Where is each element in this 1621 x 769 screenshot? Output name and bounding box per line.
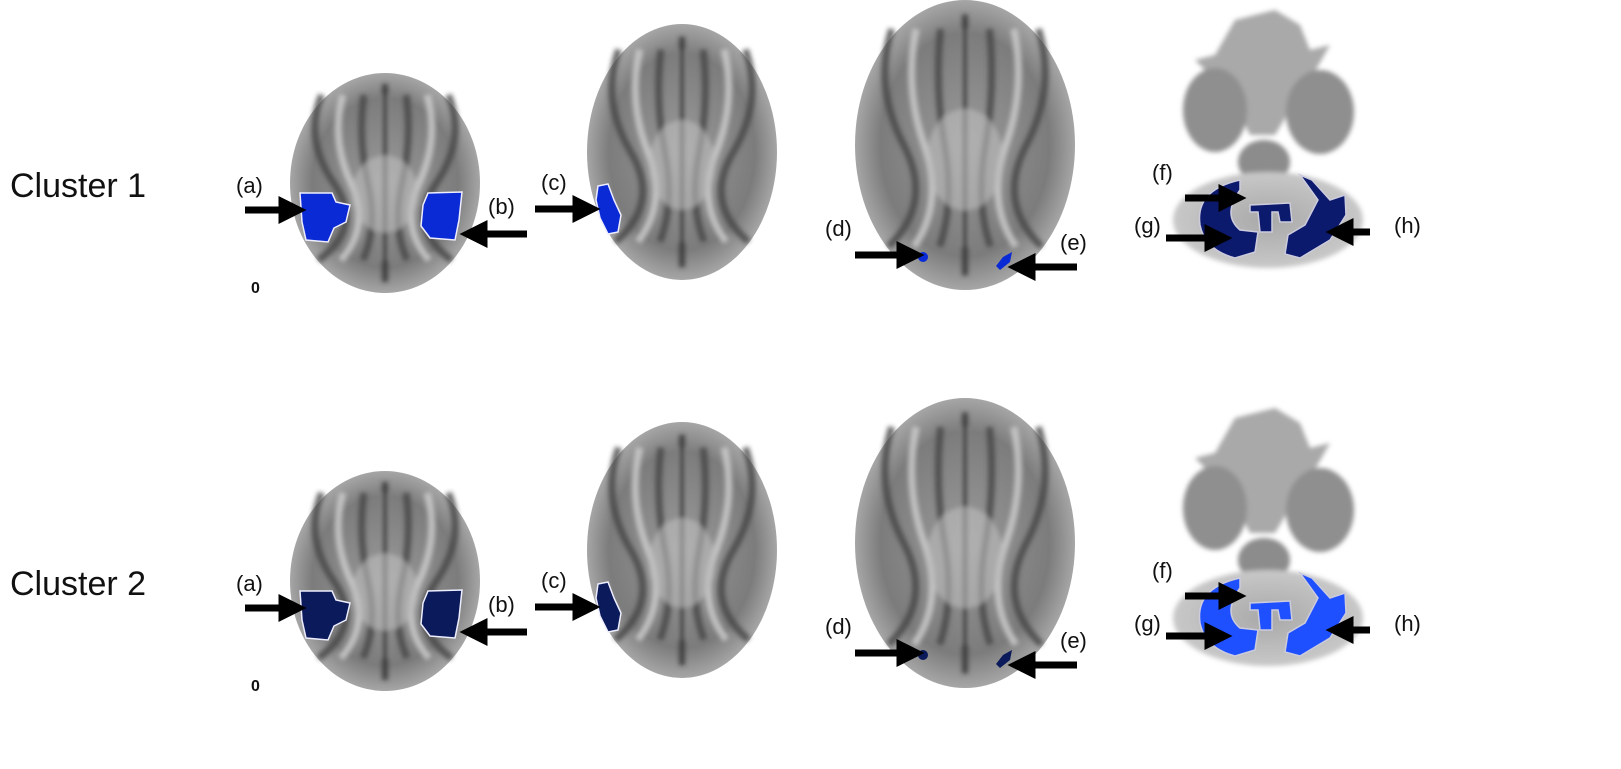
- cluster-row: Cluster 1 (a) (b) 0 (c) (d) (e) (f) (g) (h): [10, 0, 1421, 297]
- marker-f: (f): [1152, 160, 1173, 185]
- region-d: [918, 650, 928, 660]
- marker-b: (b): [488, 592, 515, 617]
- cluster-label: Cluster 2: [10, 565, 146, 603]
- region-b: [420, 191, 463, 241]
- marker-h: (h): [1394, 213, 1421, 238]
- marker-g: (g): [1134, 213, 1161, 238]
- axial-slice-superior: [290, 471, 480, 691]
- axial-slice-mid: [587, 24, 777, 280]
- marker-d: (d): [825, 216, 852, 241]
- marker-d: (d): [825, 614, 852, 639]
- cluster-row: Cluster 2 (a) (b) 0 (c) (d) (e) (f) (g) (h): [10, 398, 1421, 695]
- marker-e: (e): [1060, 628, 1087, 653]
- cluster-label: Cluster 1: [10, 167, 146, 205]
- region-f: [1249, 202, 1293, 233]
- marker-e: (e): [1060, 230, 1087, 255]
- marker-f: (f): [1152, 558, 1173, 583]
- marker-h: (h): [1394, 611, 1421, 636]
- axial-slice-mid: [587, 422, 777, 678]
- axial-slice-superior: [290, 73, 480, 293]
- axial-slice-ventricular: [855, 398, 1075, 688]
- scale-mark: 0: [251, 678, 260, 695]
- marker-c: (c): [541, 568, 567, 593]
- region-b: [420, 589, 463, 639]
- region-d: [918, 252, 928, 262]
- region-a: [299, 192, 351, 243]
- scale-mark: 0: [251, 280, 260, 297]
- marker-a: (a): [236, 173, 263, 198]
- marker-a: (a): [236, 571, 263, 596]
- region-f: [1249, 600, 1293, 631]
- region-a: [299, 590, 351, 641]
- marker-c: (c): [541, 170, 567, 195]
- marker-g: (g): [1134, 611, 1161, 636]
- marker-b: (b): [488, 194, 515, 219]
- axial-slice-ventricular: [855, 0, 1075, 290]
